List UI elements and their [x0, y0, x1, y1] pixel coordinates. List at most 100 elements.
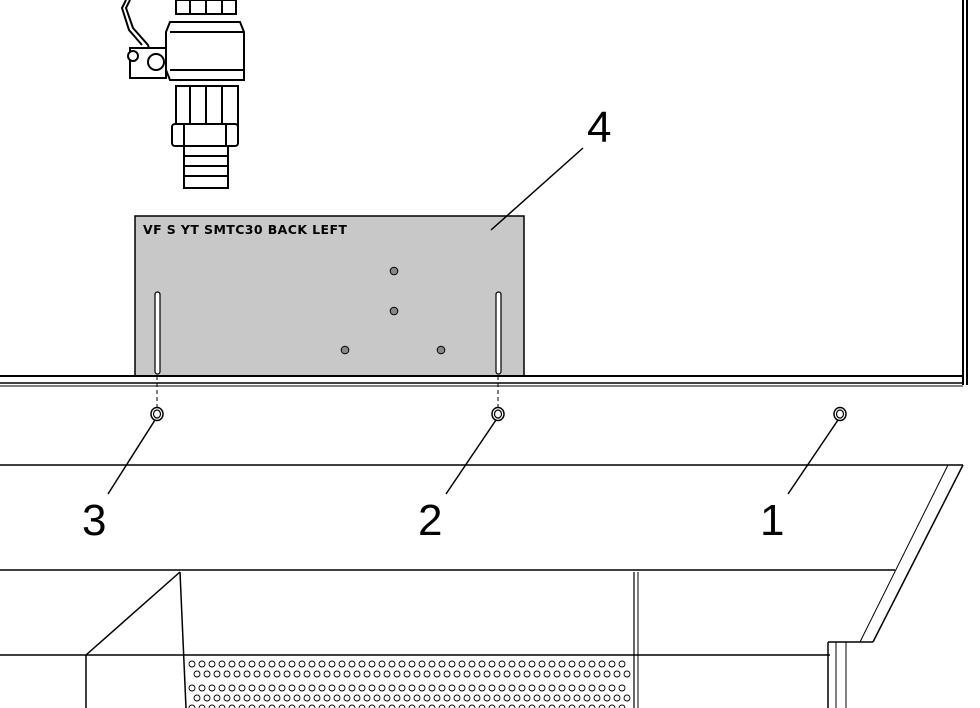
callout-4: 4: [587, 103, 611, 152]
perforation-hole: [318, 660, 326, 668]
perforation-hole: [368, 704, 376, 708]
perforation-hole: [333, 694, 341, 702]
perforation-hole: [513, 694, 521, 702]
perforation-hole: [303, 694, 311, 702]
perforation-hole: [418, 704, 426, 708]
perforation-hole: [423, 670, 431, 678]
perforation-hole: [503, 694, 511, 702]
perforation-hole: [553, 670, 561, 678]
rail: [0, 375, 963, 466]
perforation-hole: [358, 660, 366, 668]
perforation-hole: [543, 670, 551, 678]
perforation-hole: [423, 694, 431, 702]
perforation-hole: [568, 684, 576, 692]
perforation-hole: [268, 684, 276, 692]
perforation-hole: [453, 694, 461, 702]
perforation-hole: [193, 694, 201, 702]
plate-slot-left: [154, 291, 161, 375]
perforation-hole: [598, 660, 606, 668]
perforation-hole: [478, 660, 486, 668]
plate-hole: [340, 345, 350, 355]
perforation-hole: [218, 684, 226, 692]
perforation-hole: [323, 694, 331, 702]
perforation-hole: [313, 670, 321, 678]
perforation-hole: [498, 660, 506, 668]
perforation-hole: [273, 670, 281, 678]
perforation-hole: [338, 684, 346, 692]
perforation-hole: [443, 694, 451, 702]
perforation-hole: [563, 670, 571, 678]
perforation-hole: [238, 684, 246, 692]
perforation-hole: [488, 704, 496, 708]
perforation-hole: [598, 704, 606, 708]
perforation-hole: [578, 660, 586, 668]
back-plate: VF S YT SMTC30 BACK LEFT: [134, 215, 525, 377]
perforation-hole: [268, 660, 276, 668]
perforation-hole: [373, 670, 381, 678]
perforation-hole: [198, 704, 206, 708]
perforation-hole: [283, 694, 291, 702]
perforation-hole: [348, 660, 356, 668]
perforation-hole: [468, 684, 476, 692]
perforation-hole: [558, 684, 566, 692]
perforation-hole: [318, 704, 326, 708]
perforation-hole: [298, 660, 306, 668]
perforation-hole: [288, 704, 296, 708]
perforation-hole: [418, 684, 426, 692]
perforation-hole: [223, 670, 231, 678]
perforation-hole: [343, 670, 351, 678]
plate-body: [134, 215, 525, 377]
leader-3: [107, 419, 156, 495]
perforation-hole: [328, 660, 336, 668]
perforation-hole: [448, 684, 456, 692]
perforation-hole: [413, 670, 421, 678]
perforation-hole: [193, 670, 201, 678]
perforation-hole: [338, 704, 346, 708]
plate-hole: [389, 266, 399, 276]
perforation-hole: [458, 660, 466, 668]
perforation-hole: [478, 704, 486, 708]
leader-lines: [107, 147, 839, 495]
perforation-hole: [408, 660, 416, 668]
perforation-hole: [508, 704, 516, 708]
perforation-hole: [458, 684, 466, 692]
alignment-lines: [156, 376, 499, 408]
perforation-hole: [568, 704, 576, 708]
perforation-hole: [188, 684, 196, 692]
lower-tray: [0, 464, 964, 708]
perforation-hole: [343, 694, 351, 702]
perforation-hole: [283, 670, 291, 678]
perforation-hole: [548, 660, 556, 668]
perforation-hole: [228, 684, 236, 692]
perforation-hole: [363, 694, 371, 702]
perforation-hole: [403, 670, 411, 678]
perforation-hole: [503, 670, 511, 678]
perforation-hole: [223, 694, 231, 702]
perforation-hole: [583, 694, 591, 702]
plate-hole: [389, 306, 399, 316]
perforation-hole: [593, 694, 601, 702]
perforation-hole: [233, 670, 241, 678]
perforation-hole: [608, 660, 616, 668]
perforation-hole: [288, 684, 296, 692]
perforation-hole: [488, 660, 496, 668]
perforation-hole: [418, 660, 426, 668]
perforation-hole: [573, 694, 581, 702]
perforation-hole: [228, 660, 236, 668]
perforation-hole: [278, 684, 286, 692]
perforation-hole: [558, 704, 566, 708]
perforation-hole: [493, 694, 501, 702]
perforation-hole: [533, 670, 541, 678]
perforation-hole: [378, 660, 386, 668]
perforation-hole: [433, 694, 441, 702]
perforation-hole: [393, 694, 401, 702]
perforation-hole: [273, 694, 281, 702]
perforation-hole: [388, 660, 396, 668]
perforation-hole: [198, 660, 206, 668]
perforation-hole: [368, 660, 376, 668]
perforation-hole: [568, 660, 576, 668]
screw-3: [150, 406, 164, 422]
perforation-hole: [253, 670, 261, 678]
